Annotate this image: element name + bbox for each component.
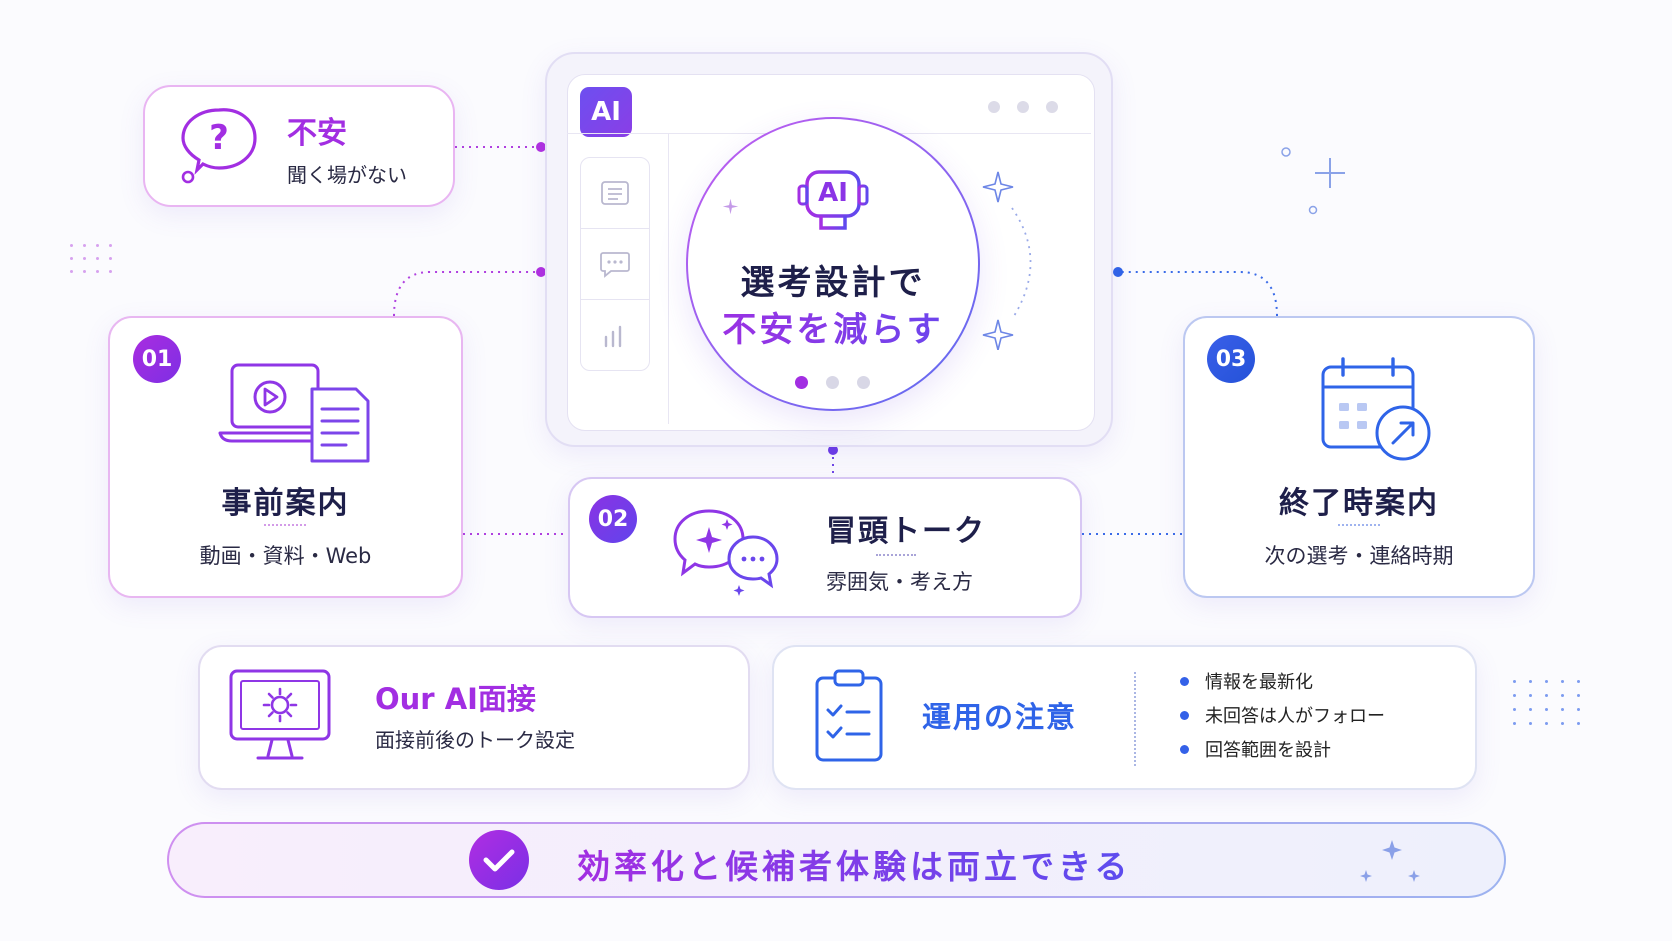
bullet-icon [1180,676,1189,686]
bullet-icon [1180,710,1189,720]
orbit-sparkles-icon [982,171,1032,350]
svg-text:?: ? [209,118,229,158]
pager-dot[interactable] [826,376,839,389]
caution-item-text: 情報を最新化 [1205,672,1313,693]
decor-dots-left [70,244,112,273]
list-item: 情報を最新化 [1180,664,1385,698]
step3-divider [1338,524,1380,526]
caution-card [772,645,1477,790]
step2-card [568,477,1082,618]
sparkle-cluster-icon [1281,147,1345,215]
step2-divider [876,554,916,556]
chat-sparkle-icon [673,509,779,596]
footer-text: 効率化と候補者体験は両立できる [577,840,1131,888]
our-ai-subtitle: 面接前後のトーク設定 [375,728,575,752]
headline-circle [686,117,980,411]
sidebar-chat-button[interactable] [581,229,649,300]
pager-dot[interactable] [857,376,870,389]
anxiety-card [143,85,455,207]
step2-badge: 02 [589,495,637,543]
sparkle-cluster-icon [1360,840,1420,882]
step1-badge: 01 [133,335,181,383]
decor-dots-right [1513,680,1580,725]
step3-title: 終了時案内 [1279,486,1439,521]
sidebar-chart-button[interactable] [581,300,649,370]
chat-icon [600,252,630,278]
list-item: 未回答は人がフォロー [1180,698,1385,732]
question-bubble-icon: ? [181,108,257,184]
window-dots [988,101,1058,113]
our-ai-title: Our AI面接 [375,682,536,716]
sparkle-decor-icon [722,198,739,215]
robot-label: AI [818,178,848,208]
step1-title: 事前案内 [221,486,350,521]
robot-icon [797,170,869,230]
step2-title: 冒頭トーク [826,514,986,549]
list-icon [601,181,629,205]
step2-subtitle: 雰囲気・考え方 [826,570,973,594]
window-sidebar [580,157,650,371]
caution-title: 運用の注意 [922,700,1078,734]
sidebar-list-button[interactable] [581,158,649,229]
check-circle-icon [469,830,529,890]
monitor-gear-icon [229,669,331,760]
step3-subtitle: 次の選考・連絡時期 [1264,544,1454,568]
bar-chart-icon [601,322,629,348]
headline-line2: 不安を減らす [686,302,980,351]
caution-item-text: 回答範囲を設計 [1205,740,1331,761]
anxiety-title: 不安 [287,116,347,151]
caution-list: 情報を最新化 未回答は人がフォロー 回答範囲を設計 [1180,664,1385,766]
window-sidebar-rule [668,134,669,424]
footer-banner [167,822,1506,898]
caution-item-text: 未回答は人がフォロー [1205,706,1385,727]
calendar-arrow-icon [1321,357,1431,461]
pager-dot-active[interactable] [795,376,808,389]
anxiety-subtitle: 聞く場がない [287,163,407,187]
step1-subtitle: 動画・資料・Web [199,544,372,568]
caution-separator [1134,672,1136,766]
bullet-icon [1180,744,1189,754]
pager [795,376,870,389]
video-document-icon [218,363,370,463]
headline-line1: 選考設計で [740,263,926,303]
step3-badge: 03 [1207,335,1255,383]
ai-logo: AI [580,87,632,137]
our-ai-card [198,645,750,790]
clipboard-check-icon [815,669,883,762]
step1-divider [264,524,306,526]
list-item: 回答範囲を設計 [1180,732,1385,766]
